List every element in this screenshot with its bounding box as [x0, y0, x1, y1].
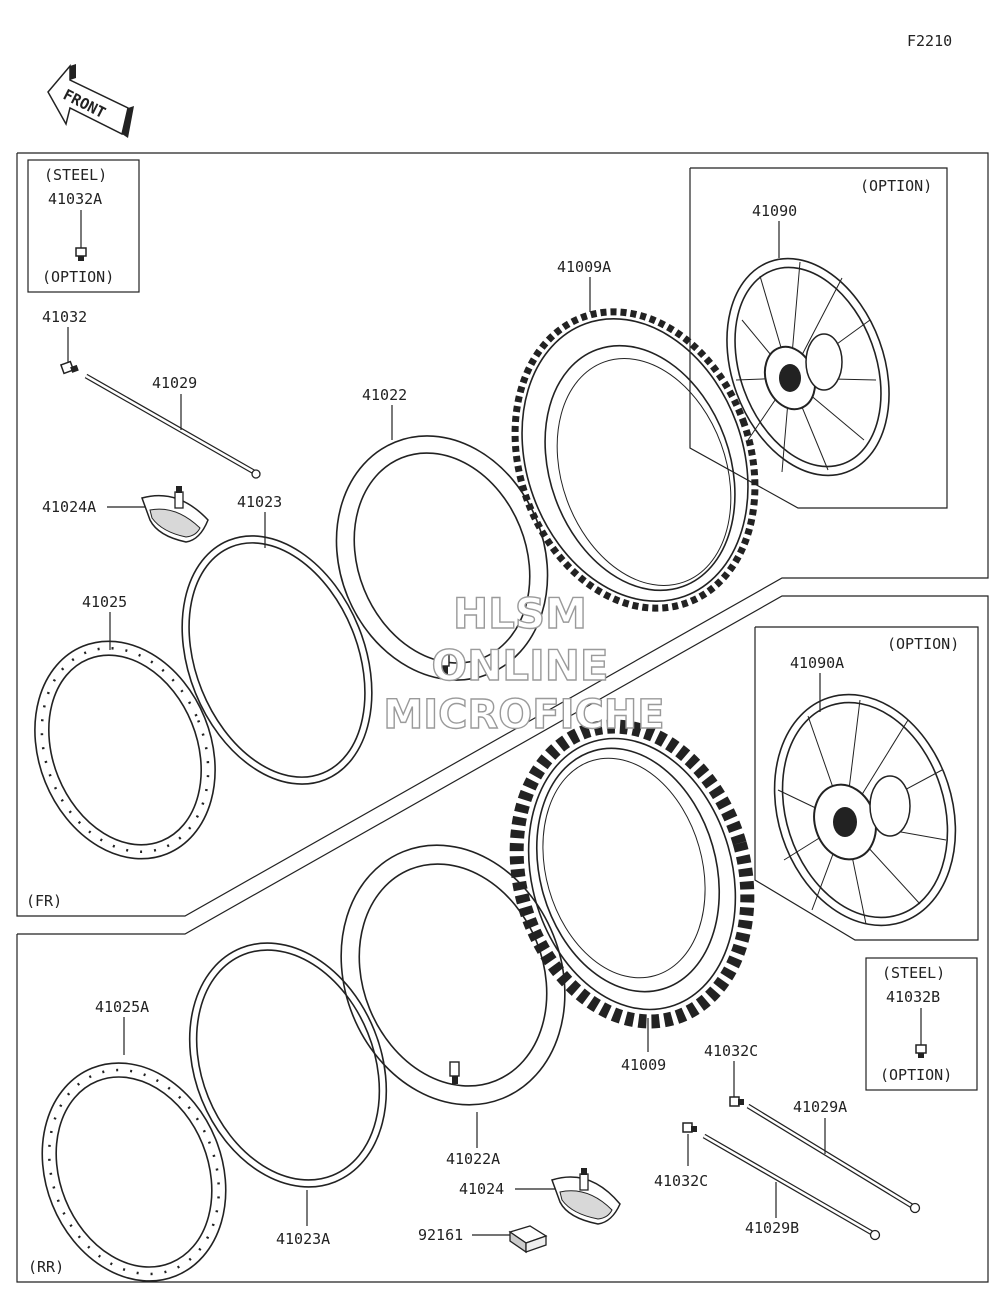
label-41022A: 41022A	[446, 1150, 500, 1168]
rear-rim-41025A	[41, 1062, 227, 1282]
label-41024A: 41024A	[42, 498, 96, 516]
label-41032C-top: 41032C	[704, 1042, 758, 1060]
front-tire-41009A	[511, 308, 759, 612]
section-front-label: (FR)	[26, 892, 62, 910]
inner-tube-41022	[335, 435, 549, 681]
label-41025: 41025	[82, 593, 127, 611]
label-41090A: 41090A	[790, 654, 844, 672]
label-41009A: 41009A	[557, 258, 611, 276]
option-rear-note: (OPTION)	[887, 635, 959, 653]
rim-band-41023A	[188, 942, 388, 1188]
label-41023: 41023	[237, 493, 282, 511]
option-front-note: (OPTION)	[860, 177, 932, 195]
steel-rear-box: (STEEL) 41032B (OPTION)	[865, 957, 978, 1091]
label-41029A: 41029A	[793, 1098, 847, 1116]
label-41009: 41009	[621, 1056, 666, 1074]
option-front-box: (OPTION)	[689, 167, 948, 509]
option-rear-box: (OPTION)	[754, 626, 979, 941]
spoke-nipple-icon	[59, 360, 79, 375]
steel-front-note: (OPTION)	[42, 268, 114, 286]
spoke-nipple-icon	[682, 1122, 697, 1133]
spoke-41029A-icon	[746, 1103, 921, 1214]
steel-rear-title: (STEEL)	[882, 964, 945, 982]
watermark-line-3: MICROFICHE	[383, 692, 664, 738]
rim-lock-icon	[551, 1168, 621, 1225]
watermark: HLSM ONLINE MICROFICHE	[383, 588, 666, 738]
label-41090: 41090	[752, 202, 797, 220]
label-92161: 92161	[418, 1226, 463, 1244]
label-41029: 41029	[152, 374, 197, 392]
label-41029B: 41029B	[745, 1219, 799, 1237]
section-rear-label: (RR)	[28, 1258, 64, 1276]
rear-panel-frame	[16, 595, 989, 1283]
label-41032C-bottom: 41032C	[654, 1172, 708, 1190]
rear-wheel-41090A	[773, 693, 957, 927]
label-41024: 41024	[459, 1180, 504, 1198]
front-panel-frame	[16, 152, 989, 917]
watermark-line-2: ONLINE	[431, 641, 608, 690]
steel-front-part: 41032A	[48, 190, 102, 208]
rim-lock-icon	[141, 486, 209, 543]
label-41025A: 41025A	[95, 998, 149, 1016]
valve-cap-icon	[75, 247, 87, 261]
front-wheel-41090	[726, 257, 890, 477]
valve-cap-icon	[915, 1044, 927, 1058]
label-41022: 41022	[362, 386, 407, 404]
rim-band-41023	[181, 535, 373, 785]
label-41023A: 41023A	[276, 1230, 330, 1248]
spoke-41029-icon	[84, 373, 261, 479]
rear-tire-41009	[509, 719, 755, 1029]
steel-rear-part: 41032B	[886, 988, 940, 1006]
watermark-line-1: HLSM	[453, 589, 587, 638]
front-rim-41025	[34, 640, 216, 860]
steel-rear-note: (OPTION)	[880, 1066, 952, 1084]
spoke-nipple-icon	[729, 1096, 744, 1107]
steel-front-title: (STEEL)	[44, 166, 107, 184]
front-arrow-icon: FRONT	[47, 63, 134, 138]
steel-front-box: (STEEL) 41032A (OPTION)	[27, 159, 140, 293]
diagram-code: F2210	[907, 32, 952, 50]
label-41032: 41032	[42, 308, 87, 326]
spoke-41029B-icon	[702, 1133, 881, 1241]
rim-block-icon	[508, 1225, 548, 1254]
inner-tube-41022A	[340, 844, 566, 1106]
